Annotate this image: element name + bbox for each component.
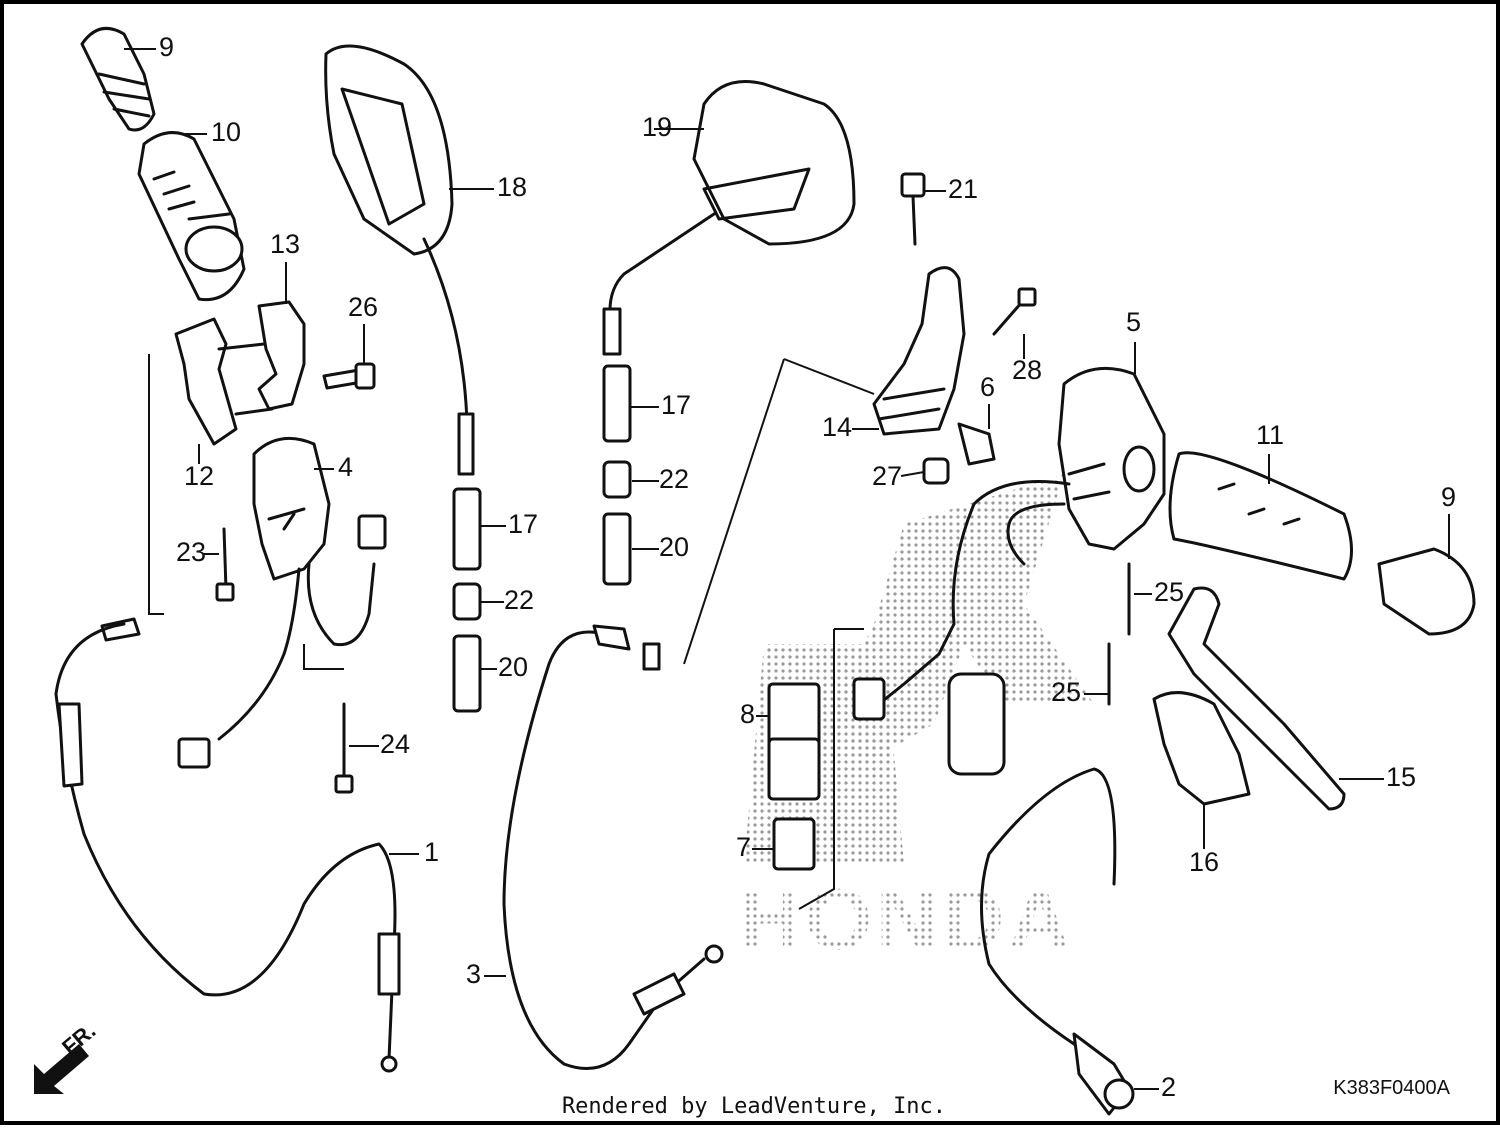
part-21-bolt — [900, 172, 926, 246]
callout-26: 26 — [348, 292, 378, 322]
callout-28: 28 — [1012, 355, 1042, 385]
callout-24: 24 — [380, 729, 410, 759]
part-26-screw — [322, 362, 376, 390]
callout-7: 7 — [736, 832, 751, 862]
part-4-left-switch — [177, 436, 387, 769]
part-12-13-throttle-housing — [174, 300, 306, 446]
callout-18: 18 — [497, 172, 527, 202]
callout-4: 4 — [338, 452, 353, 482]
callout-27: 27 — [872, 461, 902, 491]
part-20-adapter-left — [452, 634, 482, 713]
front-arrow-label: FR. — [57, 1018, 100, 1060]
handlebar-parts-diagram: HONDA — [34, 26, 1476, 1116]
part-9-bar-end-right — [1377, 547, 1476, 636]
part-27-nut — [922, 457, 950, 485]
callout-19: 19 — [642, 112, 672, 142]
part-22-nut-left — [452, 582, 482, 621]
part-9-bar-end-left — [80, 26, 156, 132]
callout-9-right: 9 — [1441, 482, 1456, 512]
part-17-adapter-right — [602, 364, 632, 443]
part-1-throttle-cable — [54, 617, 401, 1073]
callout-22-right: 22 — [659, 464, 689, 494]
callout-2: 2 — [1161, 1072, 1176, 1102]
callout-15: 15 — [1386, 762, 1416, 792]
callout-14: 14 — [822, 412, 852, 442]
callout-12: 12 — [184, 461, 214, 491]
leader-lines — [124, 48, 1450, 1090]
part-19-mirror-right — [602, 80, 856, 356]
part-8-relay — [767, 682, 821, 801]
credit-line: Rendered by LeadVenture, Inc. — [561, 1094, 947, 1119]
part-14-lever-holder — [872, 266, 966, 436]
part-28-screw — [992, 287, 1037, 336]
callout-22-left: 22 — [504, 585, 534, 615]
callout-6: 6 — [980, 372, 995, 402]
diagram-code: K383F0400A — [1333, 1077, 1450, 1099]
callout-16: 16 — [1189, 847, 1219, 877]
callout-1: 1 — [424, 837, 439, 867]
callout-11: 11 — [1256, 420, 1284, 450]
callout-17-left: 17 — [508, 509, 538, 539]
callout-9: 9 — [159, 32, 174, 62]
callout-3: 3 — [466, 959, 481, 989]
callouts: 9 10 18 19 21 13 26 28 5 17 14 6 11 12 4… — [159, 32, 1456, 1102]
callout-20-left: 20 — [498, 652, 528, 682]
callout-17-right: 17 — [661, 390, 691, 420]
callout-20-right: 20 — [659, 532, 689, 562]
part-24-screw — [334, 702, 354, 794]
callout-23: 23 — [176, 537, 206, 567]
part-16-lever-cover — [1152, 691, 1251, 806]
part-10-throttle-grip — [137, 131, 246, 302]
part-5-right-switch — [852, 366, 1166, 776]
part-20-adapter-right — [602, 512, 632, 586]
part-7-relay — [772, 817, 816, 871]
callout-10: 10 — [211, 117, 241, 147]
callout-5: 5 — [1126, 307, 1141, 337]
callout-25-bottom: 25 — [1051, 677, 1081, 707]
part-15-brake-lever — [1167, 586, 1346, 811]
part-23-screw — [215, 527, 235, 602]
callout-21: 21 — [948, 174, 978, 204]
part-3-clutch-cable — [502, 624, 724, 1070]
front-direction-arrow: FR. — [34, 1018, 100, 1094]
part-17-adapter-left — [452, 487, 482, 571]
part-11-grip-right — [1168, 451, 1353, 581]
honda-watermark-text: HONDA — [739, 872, 1074, 968]
callout-25-top: 25 — [1154, 577, 1184, 607]
part-22-nut-right — [602, 460, 632, 499]
part-6-switch — [957, 422, 996, 466]
callout-13: 13 — [270, 229, 300, 259]
part-18-mirror-left — [324, 44, 475, 476]
callout-8: 8 — [740, 699, 755, 729]
part-2-choke-cable — [980, 767, 1135, 1116]
